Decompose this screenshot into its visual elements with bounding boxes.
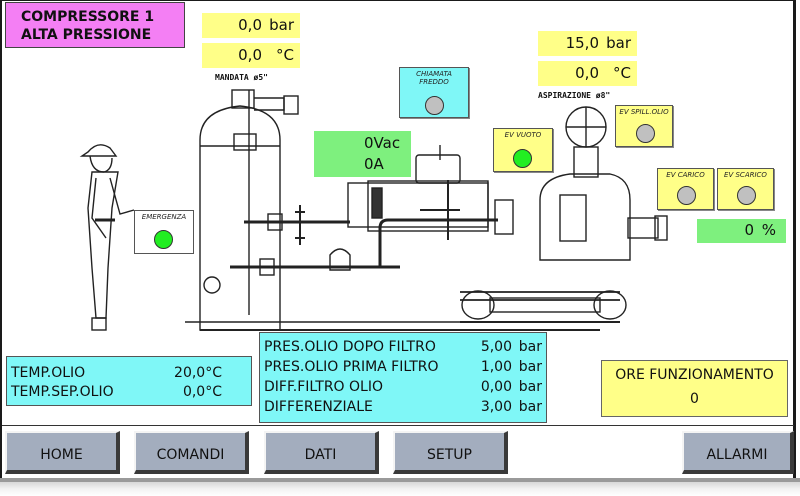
mandata-pressure-unit: bar <box>269 16 294 34</box>
operator-figure-icon <box>79 144 135 331</box>
oil-pressure-unit: bar <box>518 359 542 375</box>
aspirazione-pressure-value: 15,0 <box>565 34 599 52</box>
ev-spill-olio-label: EV SPILL.OLIO <box>619 108 669 116</box>
ev-spill-olio-indicator[interactable]: EV SPILL.OLIO <box>615 105 673 147</box>
ev-carico-lamp-icon <box>677 186 696 205</box>
ev-vuoto-lamp-icon <box>513 149 532 168</box>
ev-scarico-indicator[interactable]: EV SCARICO <box>717 168 774 210</box>
mandata-pressure-value: 0,0 <box>238 16 262 34</box>
setup-button[interactable]: SETUP <box>393 431 508 474</box>
motor-icon <box>347 145 489 240</box>
ore-funzionamento-panel: ORE FUNZIONAMENTO 0 <box>601 360 788 417</box>
hmi-screen <box>0 0 796 478</box>
load-percent-unit: % <box>761 221 776 239</box>
chiamata-freddo-lamp-icon <box>425 96 444 115</box>
compressor-icon <box>460 106 668 323</box>
ev-spill-olio-lamp-icon <box>636 124 655 143</box>
oil-temp-row: TEMP.SEP.OLIO 0,0°C <box>11 384 247 401</box>
oil-pressure-label: DIFF.FILTRO OLIO <box>264 379 383 395</box>
oil-pressure-row: PRES.OLIO DOPO FILTRO 5,00 bar <box>264 339 542 356</box>
page-title-line1: COMPRESSORE 1 <box>21 9 155 25</box>
oil-pressure-value: 0,00 <box>480 379 512 395</box>
load-percent-display: 0 % <box>697 219 786 243</box>
oil-temp-label: TEMP.SEP.OLIO <box>11 384 114 400</box>
ev-carico-indicator[interactable]: EV CARICO <box>657 168 714 210</box>
aspirazione-temperature-value: 0,0 <box>575 64 599 82</box>
aspirazione-pressure-unit: bar <box>606 34 631 52</box>
chiamata-freddo-label-line1: CHIAMATA <box>416 70 452 78</box>
chiamata-freddo-indicator[interactable]: CHIAMATA FREDDO <box>399 67 469 118</box>
mandata-temperature-value: 0,0 <box>238 46 262 64</box>
aspirazione-temperature-display: 0,0 °C <box>538 61 637 86</box>
aspirazione-pressure-display: 15,0 bar <box>538 31 637 56</box>
load-percent-value: 0 <box>744 221 754 239</box>
home-button[interactable]: HOME <box>5 431 120 474</box>
page-title: COMPRESSORE 1 ALTA PRESSIONE <box>5 2 185 48</box>
separator-vessel-icon <box>185 89 610 331</box>
emergenza-indicator[interactable]: EMERGENZA <box>134 210 194 254</box>
motor-current: 0A <box>364 155 384 173</box>
mandata-label: MANDATA ø5" <box>215 73 268 82</box>
piping-icon <box>230 205 498 276</box>
oil-temp-row: TEMP.OLIO 20,0°C <box>11 365 247 382</box>
mandata-temperature-display: 0,0 °C <box>202 43 300 68</box>
mandata-pressure-display: 0,0 bar <box>202 13 300 38</box>
oil-pressure-value: 5,00 <box>480 339 512 355</box>
ev-carico-label: EV CARICO <box>666 171 705 179</box>
ev-vuoto-indicator[interactable]: EV VUOTO <box>493 128 553 172</box>
oil-pressure-label: DIFFERENZIALE <box>264 399 373 415</box>
ev-scarico-label: EV SCARICO <box>724 171 767 179</box>
comandi-button[interactable]: COMANDI <box>134 431 249 474</box>
ore-funzionamento-label: ORE FUNZIONAMENTO <box>615 367 774 383</box>
motor-voltage: 0Vac <box>364 134 401 152</box>
oil-temp-label: TEMP.OLIO <box>11 365 86 381</box>
oil-pressure-unit: bar <box>518 399 542 415</box>
oil-temp-value: 0,0°C <box>182 384 222 400</box>
chiamata-freddo-label: CHIAMATA FREDDO <box>400 70 468 86</box>
motor-readout: 0Vac 0A <box>314 131 411 177</box>
chiamata-freddo-label-line2: FREDDO <box>419 78 449 86</box>
oil-pressure-value: 1,00 <box>480 359 512 375</box>
aspirazione-temperature-unit: °C <box>613 64 631 82</box>
page-title-line2: ALTA PRESSIONE <box>21 27 152 43</box>
oil-pressure-unit: bar <box>518 339 542 355</box>
oil-pressure-label: PRES.OLIO PRIMA FILTRO <box>264 359 439 375</box>
nav-divider <box>2 425 794 426</box>
dati-button[interactable]: DATI <box>264 431 379 474</box>
ev-scarico-lamp-icon <box>737 186 756 205</box>
oil-temp-value: 20,0°C <box>174 365 222 381</box>
emergenza-lamp-icon <box>154 230 173 249</box>
allarmi-button[interactable]: ALLARMI <box>682 431 794 474</box>
oil-pressure-label: PRES.OLIO DOPO FILTRO <box>264 339 436 355</box>
mandata-temperature-unit: °C <box>276 46 294 64</box>
oil-pressure-value: 3,00 <box>480 399 512 415</box>
ev-vuoto-label: EV VUOTO <box>504 131 542 139</box>
aspirazione-label: ASPIRAZIONE ø8" <box>538 91 610 100</box>
window-bottom-edge <box>0 478 800 496</box>
oil-temperature-panel: TEMP.OLIO 20,0°C TEMP.SEP.OLIO 0,0°C <box>6 356 252 406</box>
oil-pressure-unit: bar <box>518 379 542 395</box>
ore-funzionamento-value: 0 <box>690 391 699 407</box>
oil-pressure-row: DIFFERENZIALE 3,00 bar <box>264 399 542 416</box>
oil-pressure-panel: PRES.OLIO DOPO FILTRO 5,00 bar PRES.OLIO… <box>259 332 547 423</box>
oil-pressure-row: PRES.OLIO PRIMA FILTRO 1,00 bar <box>264 359 542 376</box>
oil-pressure-row: DIFF.FILTRO OLIO 0,00 bar <box>264 379 542 396</box>
emergenza-label: EMERGENZA <box>141 213 187 221</box>
